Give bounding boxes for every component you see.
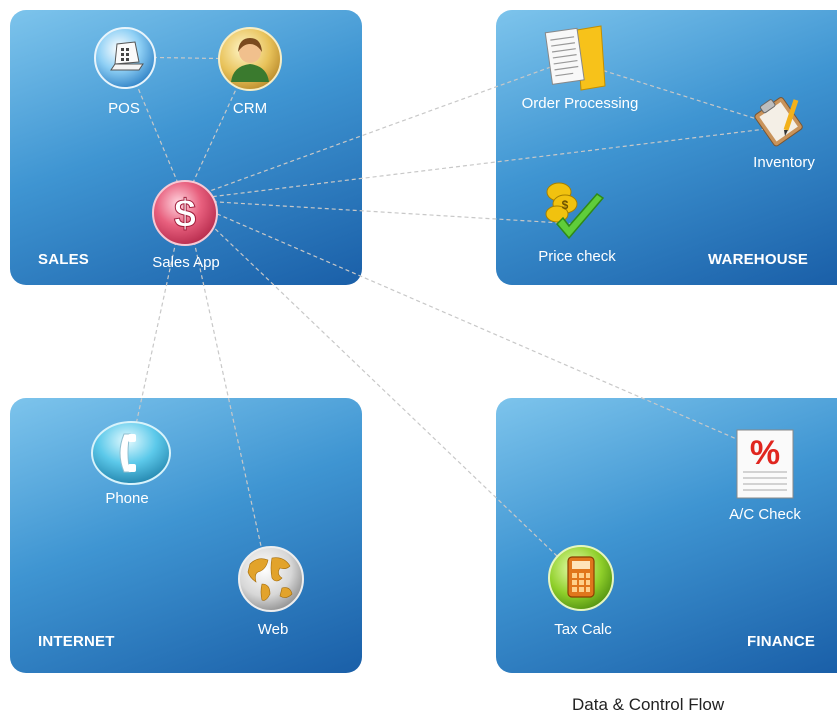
coins-checkmark-icon: $	[545, 182, 605, 240]
order-processing-label: Order Processing	[521, 95, 639, 112]
svg-text:$: $	[174, 192, 196, 236]
internet-panel	[10, 398, 362, 673]
link-salesapp-order	[184, 59, 571, 201]
percent-document-icon: %	[736, 429, 794, 499]
web-label: Web	[257, 621, 289, 638]
link-salesapp-inventory	[184, 126, 783, 201]
tax-calc-label: Tax Calc	[554, 621, 612, 638]
finance-label: FINANCE	[747, 633, 816, 650]
clipboard-pencil-icon	[754, 97, 803, 147]
link-salesapp-tax	[184, 199, 581, 579]
inventory-label: Inventory	[753, 154, 815, 171]
internet-label: INTERNET	[38, 633, 115, 650]
dollar-sign-icon: $	[152, 180, 218, 246]
link-order-inventory	[569, 59, 783, 128]
link-crm-salesapp	[184, 58, 251, 201]
link-salesapp-web	[184, 199, 269, 579]
phone-label: Phone	[105, 490, 149, 507]
svg-text:%: %	[750, 434, 780, 472]
globe-icon	[238, 546, 304, 612]
cash-register-icon	[94, 27, 156, 89]
telephone-icon	[91, 421, 171, 485]
documents-folder-icon	[544, 25, 606, 91]
diagram-caption: Data & Control Flow	[572, 695, 725, 714]
ac-check-label: A/C Check	[729, 506, 801, 523]
calculator-icon	[548, 545, 614, 611]
svg-text:$: $	[562, 198, 569, 212]
link-pos-salesapp	[124, 56, 186, 201]
link-salesapp-price	[184, 199, 579, 225]
price-check-label: Price check	[538, 248, 616, 265]
warehouse-label: WAREHOUSE	[708, 251, 809, 268]
sales-label: SALES	[38, 251, 90, 268]
sales-app-label: Sales App	[152, 254, 220, 271]
crm-label: CRM	[232, 100, 268, 117]
person-icon	[218, 27, 282, 91]
link-salesapp-ac	[184, 199, 763, 451]
pos-label: POS	[108, 100, 140, 117]
